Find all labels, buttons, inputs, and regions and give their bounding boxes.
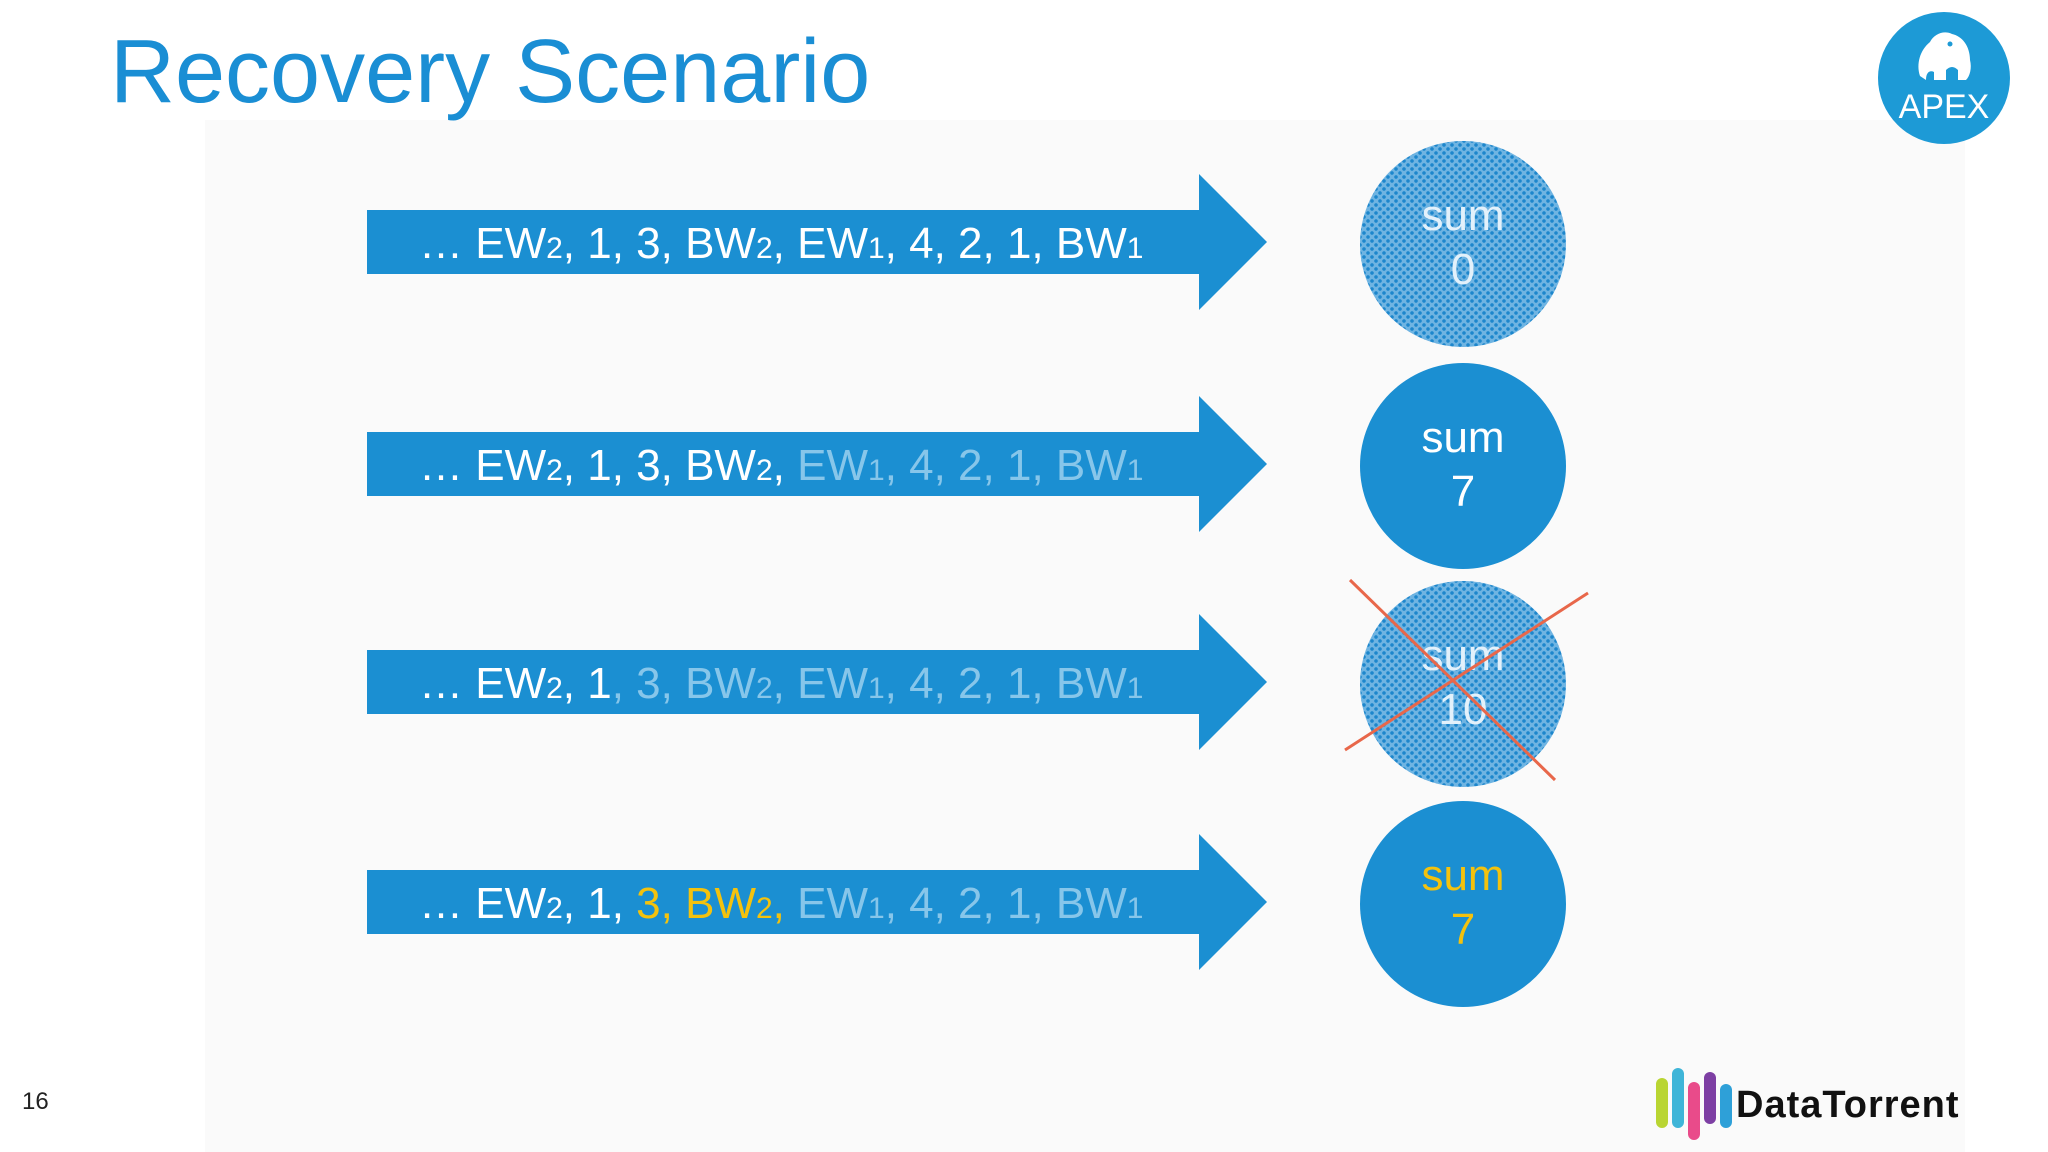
event-stream-text: … EW2, 1, 3, BW2, EW1, 4, 2, 1, BW1 [419,870,1143,938]
stream-token: , EW [772,219,868,268]
arrow-shape [367,174,1267,310]
stream-arrow: … EW2, 1, 3, BW2, EW1, 4, 2, 1, BW1 [367,614,1267,754]
window-index-subscript: 2 [546,232,563,265]
stream-token: , 3, BW [611,659,756,708]
window-index-subscript: 2 [755,454,773,487]
window-index-subscript: 1 [1126,672,1144,705]
sum-label: sum [1421,413,1505,462]
datatorrent-logo-icon [1656,1068,1732,1140]
window-index-subscript: 1 [1126,454,1144,487]
stream-token: 3, BW [636,879,756,928]
operator-state-circle: sum 7 [1360,801,1566,1007]
sum-label: sum [1421,191,1505,240]
arrow-shape [367,834,1267,970]
sum-value: 7 [1450,467,1476,516]
stream-token: EW [797,441,868,490]
sum-label: sum [1421,851,1505,900]
window-index-subscript: 1 [868,454,885,487]
stream-arrow: … EW2, 1, 3, BW2, EW1, 4, 2, 1, BW1 [367,396,1267,536]
stream-token: , [772,441,798,490]
stream-token: , 4, 2, 1, BW [884,879,1127,928]
gorilla-icon [1918,32,1971,80]
stream-arrow: … EW2, 1, 3, BW2, EW1, 4, 2, 1, BW1 [367,174,1267,314]
stream-arrow: … EW2, 1, 3, BW2, EW1, 4, 2, 1, BW1 [367,834,1267,974]
arrow-body [367,174,1267,310]
window-index-subscript: 1 [867,232,885,265]
stream-token: EW [797,879,868,928]
window-index-subscript: 2 [546,672,563,705]
window-index-subscript: 1 [867,672,885,705]
window-index-subscript: 2 [755,892,773,925]
window-index-subscript: 2 [546,892,563,925]
operator-state-circle: sum 0 [1360,141,1566,347]
stream-token: , 1, 3, BW [562,219,756,268]
crossed-out-mark [1344,578,1589,782]
arrow-body [367,834,1267,970]
stream-token: , 1 [562,659,612,708]
arrow-shape [367,396,1267,532]
window-index-subscript: 1 [868,892,885,925]
sum-value: 10 [1438,685,1488,734]
window-index-subscript: 2 [755,672,773,705]
stream-token: … EW [419,219,547,268]
operator-state-circle: sum 7 [1360,363,1566,569]
apex-logo: APEX [1878,12,2010,144]
slide-title: Recovery Scenario [110,22,871,122]
stream-token: … EW [419,659,547,708]
stream-token: , EW [772,659,868,708]
stream-token: , 1, [562,879,637,928]
stream-token: , 1, 3, BW [562,441,756,490]
apex-logo-text: APEX [1898,88,1990,126]
window-index-subscript: 2 [755,232,773,265]
window-index-subscript: 1 [1126,232,1144,265]
stream-token: , 4, 2, 1, BW [884,659,1127,708]
sum-value: 7 [1450,905,1476,954]
stream-token: , 4, 2, 1, BW [884,441,1127,490]
stream-token: … EW [419,879,547,928]
sum-value: 0 [1450,245,1476,294]
window-index-subscript: 2 [546,454,563,487]
event-stream-text: … EW2, 1, 3, BW2, EW1, 4, 2, 1, BW1 [419,210,1143,278]
stream-token: , 4, 2, 1, BW [884,219,1127,268]
datatorrent-wordmark: DataTorrent [1736,1084,1960,1126]
page-number: 16 [22,1088,49,1115]
stream-token: … EW [419,441,547,490]
slide-background-panel [205,120,1965,1152]
window-index-subscript: 1 [1126,892,1144,925]
arrow-body [367,614,1267,750]
arrow-shape [367,614,1267,750]
arrow-body [367,396,1267,532]
stream-token: , [772,879,798,928]
event-stream-text: … EW2, 1, 3, BW2, EW1, 4, 2, 1, BW1 [419,650,1143,718]
event-stream-text: … EW2, 1, 3, BW2, EW1, 4, 2, 1, BW1 [419,432,1143,500]
